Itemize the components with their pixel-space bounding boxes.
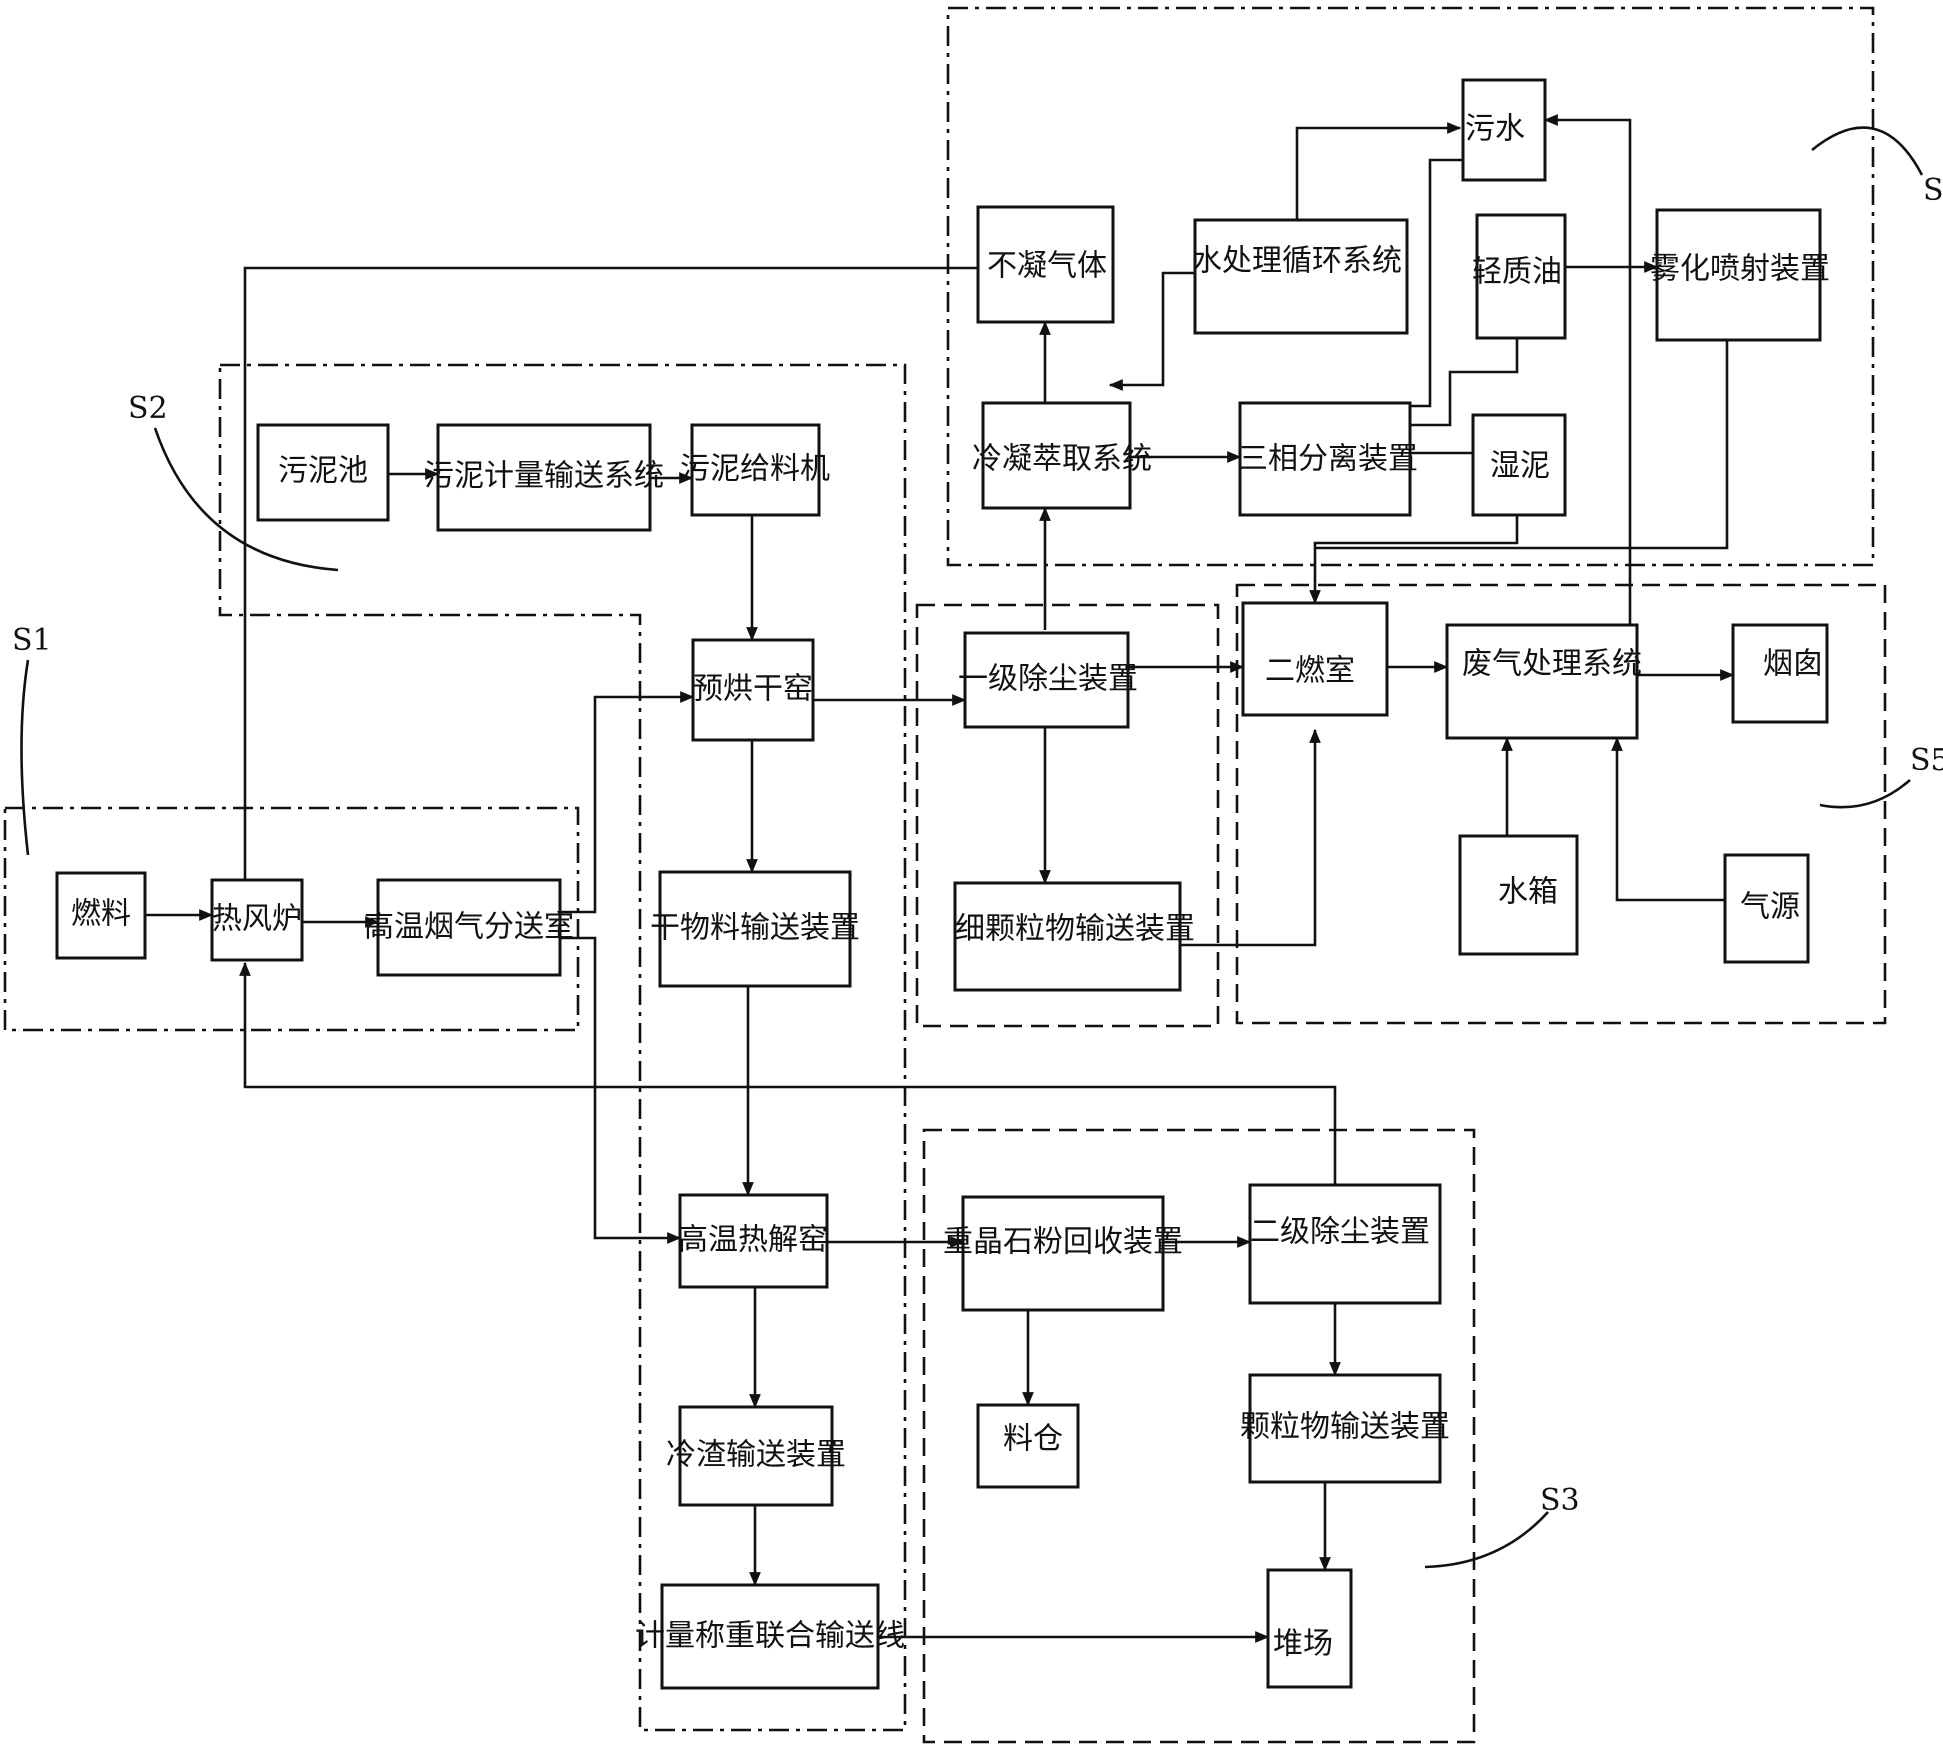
svg-text:二燃室: 二燃室 — [1265, 654, 1355, 689]
conn-fineconveyor-secondary — [1180, 728, 1321, 947]
svg-text:细颗粒物输送装置: 细颗粒物输送装置 — [955, 912, 1195, 947]
node-weigh-line: 计量称重联合输送线 — [635, 1583, 905, 1690]
node-fuel: 燃料 — [55, 871, 147, 960]
svg-text:燃料: 燃料 — [71, 897, 131, 932]
svg-text:高温热解窑: 高温热解窑 — [678, 1223, 828, 1258]
svg-text:冷渣输送装置: 冷渣输送装置 — [666, 1438, 846, 1473]
svg-text:湿泥: 湿泥 — [1490, 449, 1550, 484]
svg-text:高温烟气分送室: 高温烟气分送室 — [364, 910, 574, 945]
svg-text:二级除尘装置: 二级除尘装置 — [1250, 1215, 1430, 1250]
region-s4-outline — [946, 6, 1875, 567]
region-s3-outline — [922, 1128, 1476, 1744]
node-pyrolysis-kiln: 高温热解窑 — [678, 1193, 829, 1289]
node-gas-source: 气源 — [1723, 853, 1810, 964]
svg-text:一级除尘装置: 一级除尘装置 — [958, 662, 1138, 697]
svg-text:废气处理系统: 废气处理系统 — [1462, 647, 1642, 682]
region-dust1-outline — [915, 603, 1220, 1028]
svg-text:污水: 污水 — [1465, 112, 1525, 147]
conn-gassource-exhaust — [1611, 736, 1725, 902]
svg-text:气源: 气源 — [1740, 890, 1800, 925]
node-exhaust-treatment: 废气处理系统 — [1445, 623, 1642, 740]
svg-text:污泥给料机: 污泥给料机 — [680, 452, 830, 487]
svg-text:水处理循环系统: 水处理循环系统 — [1192, 244, 1402, 279]
conn-furnace-noncondensable — [243, 266, 978, 880]
node-three-phase: 三相分离装置 — [1238, 401, 1418, 517]
conn-exhaust-sewage — [1543, 114, 1632, 625]
svg-text:冷凝萃取系统: 冷凝萃取系统 — [972, 442, 1152, 477]
label-s4: S4 — [1923, 173, 1943, 208]
conn-atomizer-secondary — [1315, 340, 1729, 550]
conn-watercycle-sewage — [1295, 122, 1462, 220]
node-water-tank: 水箱 — [1458, 834, 1579, 956]
svg-text:计量称重联合输送线: 计量称重联合输送线 — [635, 1619, 905, 1654]
svg-text:颗粒物输送装置: 颗粒物输送装置 — [1240, 1410, 1450, 1445]
node-light-oil: 轻质油 — [1472, 213, 1567, 340]
svg-text:污泥计量输送系统: 污泥计量输送系统 — [424, 459, 664, 494]
node-secondary-chamber: 二燃室 — [1241, 601, 1389, 717]
node-chimney: 烟囱 — [1731, 623, 1829, 724]
node-water-cycle: 水处理循环系统 — [1192, 218, 1409, 335]
conn-wetsludge-secondary — [1309, 515, 1519, 605]
node-dust1: 一级除尘装置 — [958, 631, 1138, 729]
node-particle-conveyor: 颗粒物输送装置 — [1240, 1373, 1450, 1484]
node-hot-air-furnace: 热风炉 — [210, 878, 304, 962]
svg-text:轻质油: 轻质油 — [1472, 255, 1562, 290]
node-fine-conveyor: 细颗粒物输送装置 — [953, 881, 1195, 992]
node-noncondensable-gas: 不凝气体 — [976, 205, 1115, 324]
label-s2: S2 — [128, 391, 168, 426]
conn-dust2-furnace — [239, 961, 1337, 1185]
node-predry-kiln: 预烘干窑 — [691, 638, 815, 742]
node-silo: 料仓 — [976, 1403, 1080, 1489]
node-sewage: 污水 — [1461, 78, 1547, 182]
node-dust2: 二级除尘装置 — [1248, 1183, 1442, 1305]
node-slag-conveyor: 冷渣输送装置 — [666, 1405, 846, 1507]
conn-watercycle-condense — [1108, 271, 1195, 391]
node-barite-recovery: 重晶石粉回收装置 — [943, 1195, 1183, 1312]
node-dry-conveyor: 干物料输送装置 — [650, 870, 860, 988]
conn-fluegas-predry — [560, 691, 695, 914]
svg-text:热风炉: 热风炉 — [212, 902, 302, 937]
conn-threephase-lightoil — [1410, 338, 1519, 427]
svg-text:干物料输送装置: 干物料输送装置 — [650, 911, 860, 946]
node-yard: 堆场 — [1266, 1568, 1353, 1689]
svg-text:重晶石粉回收装置: 重晶石粉回收装置 — [943, 1225, 1183, 1260]
label-s5: S5 — [1910, 743, 1943, 778]
region-s5-outline — [1235, 583, 1887, 1025]
svg-text:堆场: 堆场 — [1273, 1627, 1333, 1662]
svg-text:烟囱: 烟囱 — [1763, 647, 1823, 682]
node-wet-sludge: 湿泥 — [1471, 413, 1567, 517]
node-flue-gas-room: 高温烟气分送室 — [364, 878, 574, 977]
svg-text:三相分离装置: 三相分离装置 — [1238, 442, 1418, 477]
svg-text:不凝气体: 不凝气体 — [987, 249, 1107, 284]
region-s1-outline — [3, 806, 580, 1032]
region-labels: S1 S2 S3 S4 S5 — [12, 126, 1943, 1569]
label-s1: S1 — [12, 623, 52, 658]
node-sludge-pool: 污泥池 — [256, 423, 390, 522]
region-outlines — [3, 6, 1887, 1744]
svg-text:预烘干窑: 预烘干窑 — [693, 672, 813, 707]
connectors — [145, 114, 1735, 1643]
node-condense-extract: 冷凝萃取系统 — [972, 401, 1152, 510]
node-sludge-metering: 污泥计量输送系统 — [424, 423, 664, 532]
node-atomizer: 雾化喷射装置 — [1650, 208, 1830, 342]
region-s2-outline — [218, 363, 907, 1732]
svg-text:料仓: 料仓 — [1003, 1422, 1063, 1457]
svg-text:污泥池: 污泥池 — [278, 454, 368, 489]
svg-text:水箱: 水箱 — [1498, 875, 1558, 910]
svg-text:雾化喷射装置: 雾化喷射装置 — [1650, 252, 1830, 287]
node-sludge-feeder: 污泥给料机 — [680, 423, 830, 517]
